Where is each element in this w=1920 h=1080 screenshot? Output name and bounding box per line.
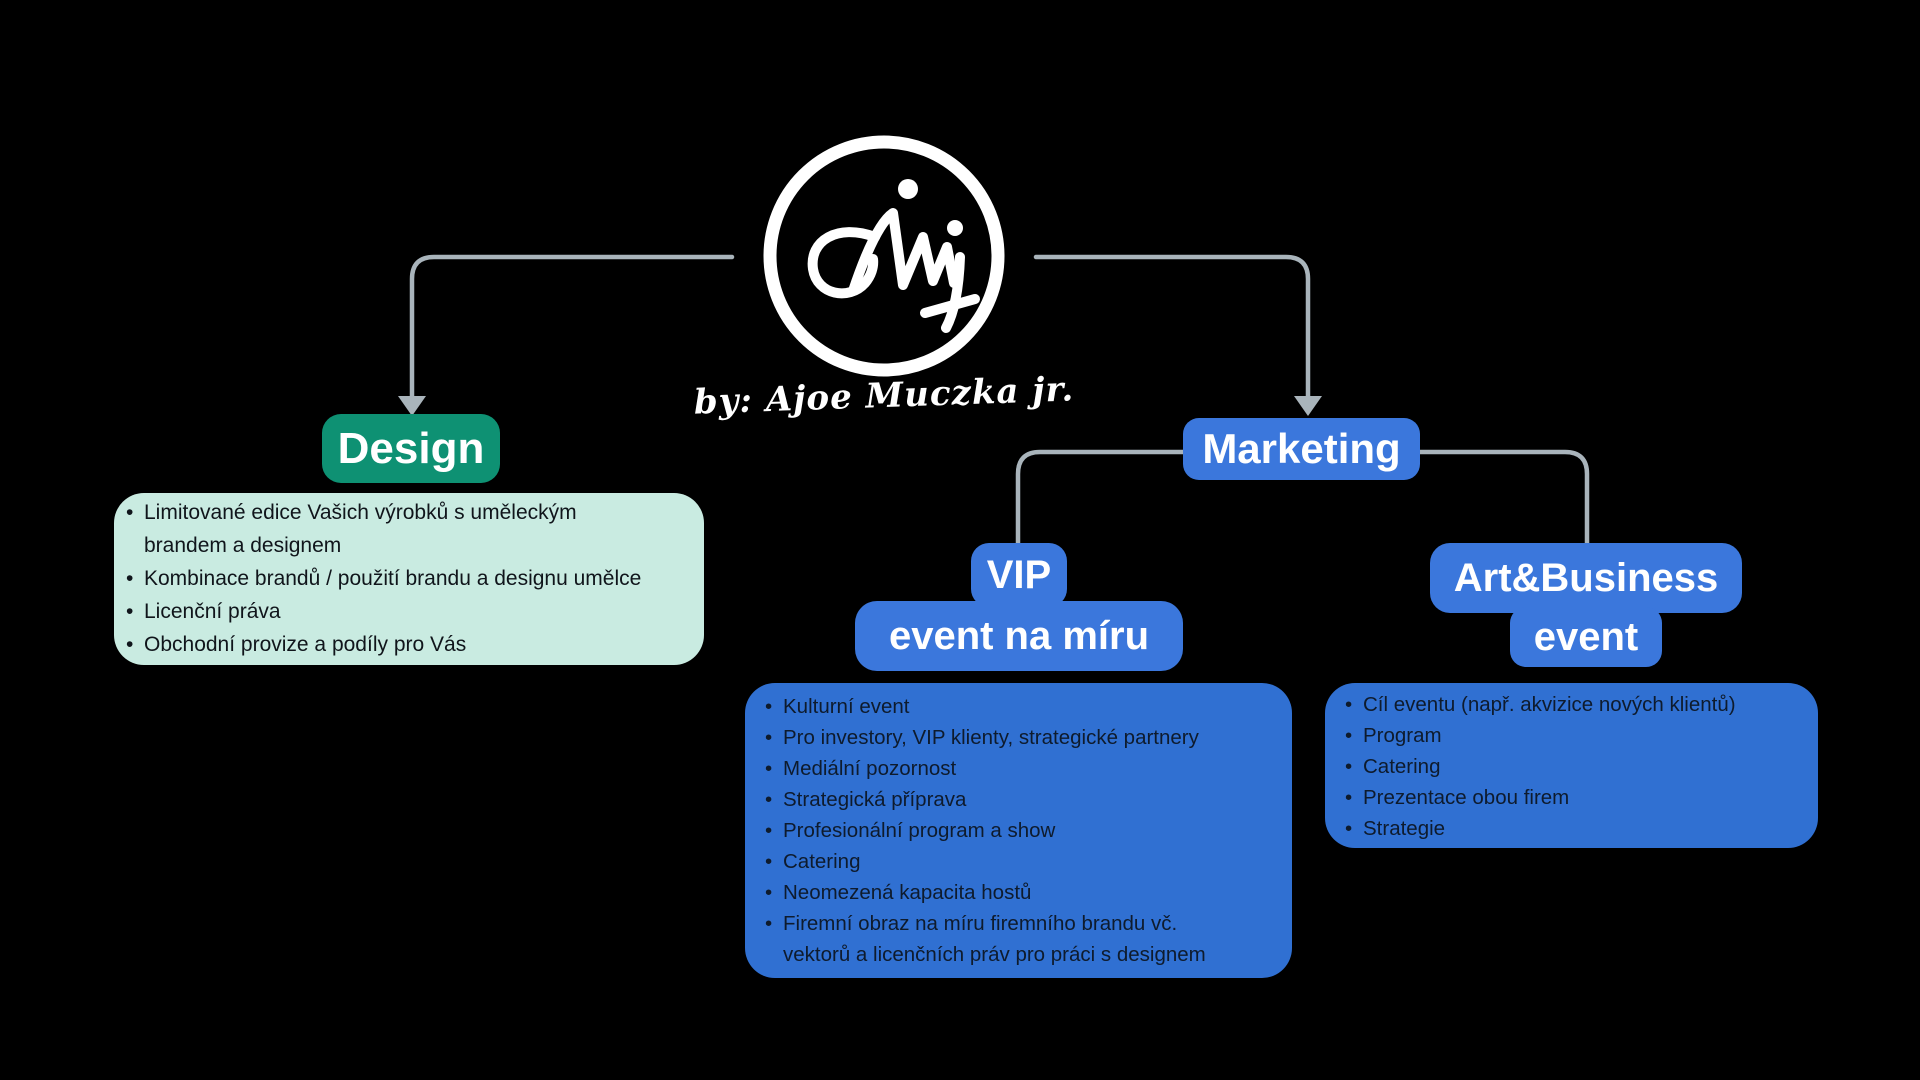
node-design: Design [322, 414, 500, 483]
node-art-label-line2: event [1509, 607, 1663, 667]
node-art-label-line1: Art&Business [1430, 543, 1742, 613]
vip-item-list: Kulturní eventPro investory, VIP klienty… [745, 683, 1292, 970]
list-item: Obchodní provize a podíly pro Vás [126, 628, 694, 661]
list-item: Limitované edice Vašich výrobků s umělec… [126, 496, 694, 562]
arrowhead-marketing [1294, 396, 1322, 416]
art-business-item-list: Cíl eventu (např. akvizice nových klient… [1325, 683, 1818, 844]
list-item: Firemní obraz na míru firemního brandu v… [765, 908, 1282, 970]
design-detail-box: Limitované edice Vašich výrobků s umělec… [114, 493, 704, 665]
list-item: Cíl eventu (např. akvizice nových klient… [1345, 689, 1810, 720]
list-item: Catering [765, 846, 1282, 877]
node-design-label: Design [337, 423, 485, 473]
vip-detail-box: Kulturní eventPro investory, VIP klienty… [745, 683, 1292, 978]
list-item: Kombinace brandů / použití brandu a desi… [126, 562, 694, 595]
list-item: Licenční práva [126, 595, 694, 628]
ajmj-logo-icon [763, 135, 1005, 377]
list-item: Catering [1345, 751, 1810, 782]
connector-marketing-art [1417, 449, 1590, 548]
connector-logo-design [409, 254, 735, 401]
list-item: Profesionální program a show [765, 815, 1282, 846]
arrowhead-design [398, 396, 426, 416]
list-item: Strategická příprava [765, 784, 1282, 815]
list-item: Strategie [1345, 813, 1810, 844]
node-marketing: Marketing [1183, 418, 1420, 480]
list-item: Pro investory, VIP klienty, strategické … [765, 722, 1282, 753]
node-marketing-label: Marketing [1202, 425, 1401, 472]
list-item: Prezentace obou firem [1345, 782, 1810, 813]
list-item: Program [1345, 720, 1810, 751]
node-vip-event: VIP event na míru [855, 543, 1183, 671]
design-item-list: Limitované edice Vašich výrobků s umělec… [114, 493, 704, 661]
list-item: Neomezená kapacita hostů [765, 877, 1282, 908]
node-vip-label-line2: event na míru [855, 601, 1183, 671]
art-business-detail-box: Cíl eventu (např. akvizice nových klient… [1325, 683, 1818, 848]
node-art-business-event: Art&Business event [1430, 543, 1742, 667]
node-vip-label-line1: VIP [970, 543, 1068, 607]
connector-logo-marketing [1033, 254, 1311, 401]
list-item: Kulturní event [765, 691, 1282, 722]
connector-marketing-vip [1015, 449, 1186, 548]
list-item: Mediální pozornost [765, 753, 1282, 784]
